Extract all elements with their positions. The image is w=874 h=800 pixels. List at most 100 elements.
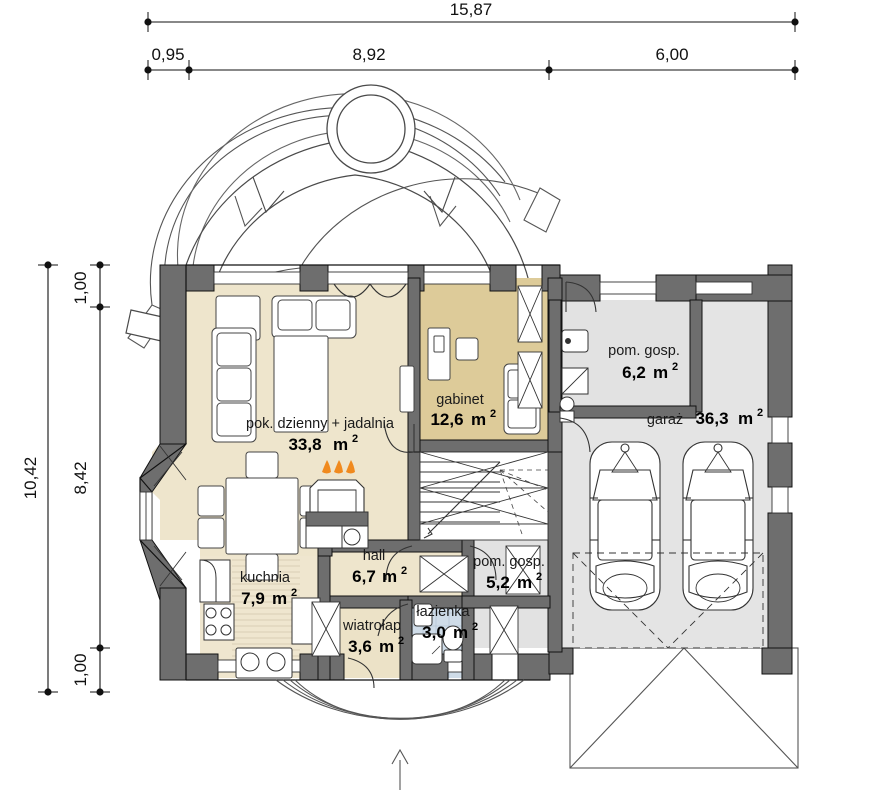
room-area-study: 12,6 bbox=[430, 410, 463, 429]
room-label-study: gabinet 12,6 m 2 bbox=[430, 392, 496, 429]
window-hatch-study-right bbox=[517, 285, 543, 343]
stair-treads bbox=[420, 461, 500, 523]
dim-left-seg-1: 1,00 bbox=[71, 271, 90, 304]
room-area-utility1: 6,2 bbox=[622, 363, 646, 382]
flame-icon bbox=[322, 460, 355, 474]
kitchen-arch-icon bbox=[199, 559, 217, 602]
window-hatch-study-right-2 bbox=[517, 351, 543, 409]
entry-steps bbox=[275, 679, 525, 790]
garage-door-swing bbox=[572, 552, 764, 649]
wc-bowl-icon bbox=[559, 396, 575, 412]
sink-icon bbox=[235, 647, 293, 679]
room-unit-kitchen: m bbox=[272, 589, 287, 608]
window-hatch-stair-low-left bbox=[419, 555, 469, 593]
walls bbox=[139, 264, 793, 681]
room-label-hall: hall 6,7 m 2 bbox=[352, 548, 407, 586]
room-exp-hall: 2 bbox=[401, 565, 407, 577]
room-area-vestibule: 3,6 bbox=[348, 637, 372, 656]
stair-direction-arrow bbox=[423, 461, 501, 539]
washbasin-icon bbox=[561, 329, 589, 353]
room-exp-kitchen: 2 bbox=[291, 587, 297, 599]
room-unit-vestibule: m bbox=[379, 637, 394, 656]
room-area-bathroom: 3,0 bbox=[422, 623, 446, 642]
wc-tank-icon bbox=[559, 410, 575, 423]
dim-top-seg-3: 6,00 bbox=[655, 45, 688, 64]
left-dimension-chain: 1,00 8,42 1,00 bbox=[71, 261, 110, 696]
room-exp-garage: 2 bbox=[757, 407, 763, 419]
left-dimension-overall: 10,42 bbox=[21, 261, 58, 696]
room-name-utility2: pom. gosp. bbox=[473, 554, 545, 570]
dim-left-overall: 10,42 bbox=[21, 457, 40, 500]
room-unit-living: m bbox=[333, 435, 348, 454]
door-swings bbox=[333, 281, 597, 689]
bookshelf-icon bbox=[399, 365, 415, 413]
room-exp-living: 2 bbox=[352, 433, 358, 445]
sofa-left-icon bbox=[211, 327, 257, 443]
window-hatch-corridor bbox=[505, 545, 541, 595]
room-area-living: 33,8 bbox=[288, 435, 321, 454]
room-unit-study: m bbox=[471, 410, 486, 429]
dim-left-seg-2: 8,42 bbox=[71, 461, 90, 494]
room-name-bathroom: łazienka bbox=[416, 604, 470, 620]
stair-winder-fan bbox=[499, 469, 549, 535]
top-dimension-chain: 0,95 8,92 6,00 bbox=[144, 45, 799, 80]
toilet-icon bbox=[442, 625, 464, 663]
room-area-hall: 6,7 bbox=[352, 567, 376, 586]
room-exp-utility1: 2 bbox=[672, 361, 678, 373]
sink-basin-icon bbox=[413, 603, 433, 627]
room-name-utility1: pom. gosp. bbox=[608, 343, 680, 359]
room-name-vestibule: wiatrołap bbox=[342, 618, 401, 634]
dim-left-seg-3: 1,00 bbox=[71, 653, 90, 686]
room-unit-bathroom: m bbox=[453, 623, 468, 642]
room-name-kitchen: kuchnia bbox=[240, 570, 291, 586]
room-area-utility2: 5,2 bbox=[486, 573, 510, 592]
shower-tray-icon bbox=[411, 633, 443, 665]
utility1-fixtures bbox=[559, 329, 589, 423]
staircase bbox=[419, 451, 549, 541]
window-hatch-corridor-2 bbox=[489, 605, 519, 655]
room-label-utility1: pom. gosp. 6,2 m 2 bbox=[608, 343, 680, 382]
room-label-bathroom: łazienka 3,0 m 2 bbox=[416, 604, 478, 642]
dim-top-seg-2: 8,92 bbox=[352, 45, 385, 64]
garage-roof-overhang bbox=[569, 647, 799, 769]
window-hatch-vestibule bbox=[311, 601, 341, 657]
room-area-garage: 36,3 bbox=[695, 409, 728, 428]
monitor-icon bbox=[433, 335, 445, 353]
canopy-joints bbox=[252, 176, 456, 214]
dim-top-overall: 15,87 bbox=[450, 0, 493, 19]
counter-icon bbox=[199, 559, 231, 603]
fireplace-icon bbox=[305, 460, 369, 549]
room-name-living: pok. dzienny + jadalnia bbox=[246, 416, 395, 432]
room-unit-utility2: m bbox=[517, 573, 532, 592]
room-label-living: pok. dzienny + jadalnia 33,8 m 2 bbox=[246, 416, 395, 454]
room-area-kitchen: 7,9 bbox=[241, 589, 265, 608]
car-right-icon bbox=[682, 441, 754, 611]
room-exp-vestibule: 2 bbox=[398, 635, 404, 647]
bathroom-fixtures bbox=[411, 603, 464, 665]
bay-windows bbox=[139, 445, 187, 587]
room-unit-hall: m bbox=[382, 567, 397, 586]
room-exp-bathroom: 2 bbox=[472, 621, 478, 633]
coffee-table-icon bbox=[273, 335, 329, 433]
room-exp-utility2: 2 bbox=[536, 571, 542, 583]
room-exp-study: 2 bbox=[490, 408, 496, 420]
room-name-study: gabinet bbox=[436, 392, 484, 408]
dim-top-seg-1: 0,95 bbox=[151, 45, 184, 64]
room-fill-vestibule bbox=[341, 600, 407, 678]
top-dimension-overall: 15,87 bbox=[144, 0, 799, 32]
room-unit-garage: m bbox=[738, 409, 753, 428]
room-name-garage: garaż bbox=[647, 412, 683, 428]
desk-chair-icon bbox=[455, 337, 479, 361]
room-label-utility2: pom. gosp. 5,2 m 2 bbox=[473, 554, 545, 592]
room-name-hall: hall bbox=[363, 548, 386, 564]
room-label-vestibule: wiatrołap 3,6 m 2 bbox=[342, 618, 404, 656]
sofa-top-icon bbox=[271, 295, 357, 339]
kitchen-fixtures bbox=[199, 559, 321, 679]
room-unit-utility1: m bbox=[653, 363, 668, 382]
round-column-icon bbox=[326, 84, 416, 174]
window-hatches bbox=[311, 285, 543, 657]
car-left-icon bbox=[589, 441, 661, 611]
room-label-kitchen: kuchnia 7,9 m 2 bbox=[240, 570, 297, 608]
